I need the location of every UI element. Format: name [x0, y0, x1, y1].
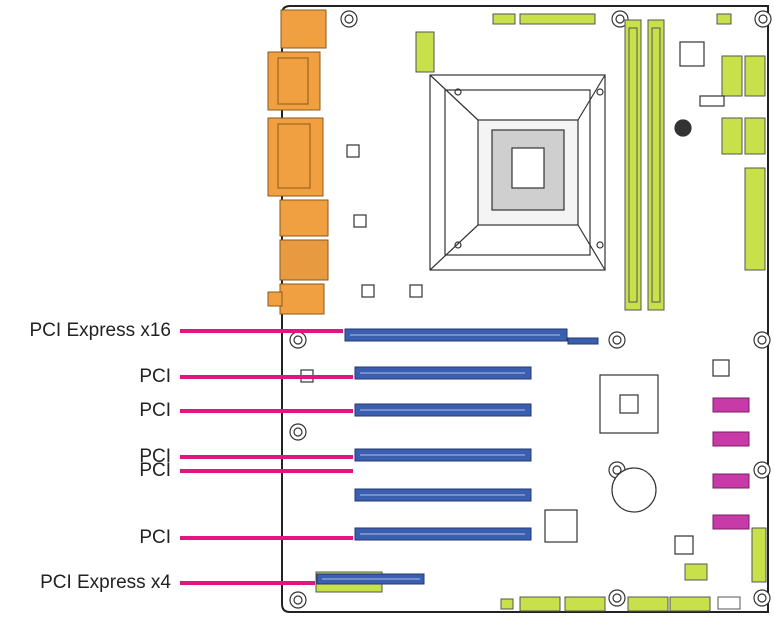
cpu-socket — [430, 75, 605, 270]
lan-port — [280, 240, 328, 280]
lan-usb-port — [280, 200, 328, 236]
audio-port — [280, 284, 324, 314]
usb-stack-port — [281, 10, 326, 48]
dvi-port — [268, 118, 323, 196]
vga-port — [268, 52, 320, 110]
rear-io-ports — [268, 10, 328, 314]
